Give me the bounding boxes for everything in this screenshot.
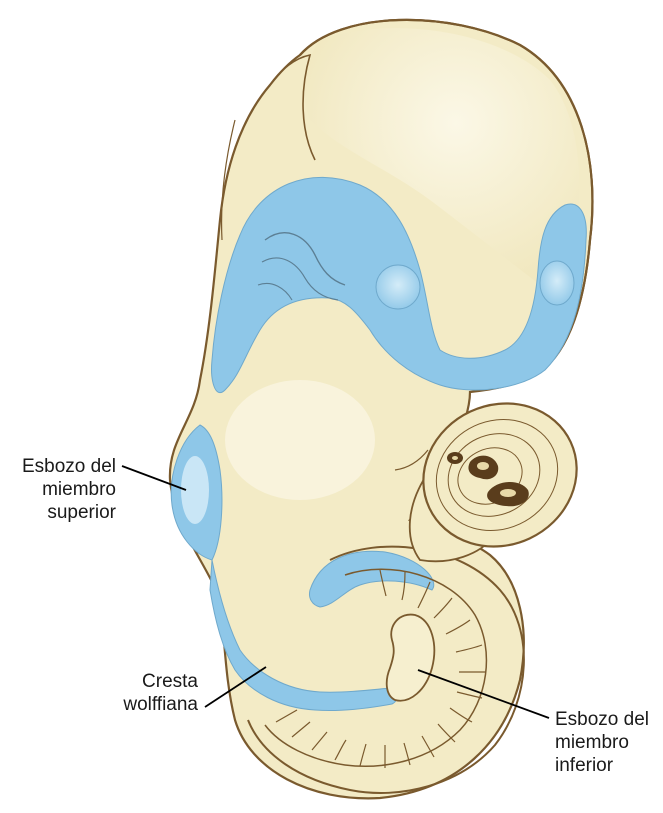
trunk-highlight bbox=[225, 380, 375, 500]
label-lower-limb-bud-line2: miembro bbox=[555, 731, 660, 754]
label-lower-limb-bud-line3: inferior bbox=[555, 754, 660, 777]
label-upper-limb-bud-line1: Esbozo del bbox=[4, 455, 116, 478]
cord-vessel-1-inner bbox=[452, 456, 458, 460]
optic-bud bbox=[376, 265, 420, 309]
cord-vessel-2-inner bbox=[477, 462, 489, 470]
label-wolffian-ridge: Cresta wolffiana bbox=[98, 670, 198, 716]
label-wolffian-ridge-line2: wolffiana bbox=[98, 693, 198, 716]
ear-bud bbox=[540, 261, 574, 305]
label-lower-limb-bud: Esbozo del miembro inferior bbox=[555, 708, 660, 777]
label-upper-limb-bud: Esbozo del miembro superior bbox=[4, 455, 116, 524]
label-wolffian-ridge-line1: Cresta bbox=[98, 670, 198, 693]
cord-vessel-3-inner bbox=[500, 489, 516, 497]
label-lower-limb-bud-line1: Esbozo del bbox=[555, 708, 660, 731]
label-upper-limb-bud-line2: miembro bbox=[4, 478, 116, 501]
label-upper-limb-bud-line3: superior bbox=[4, 501, 116, 524]
